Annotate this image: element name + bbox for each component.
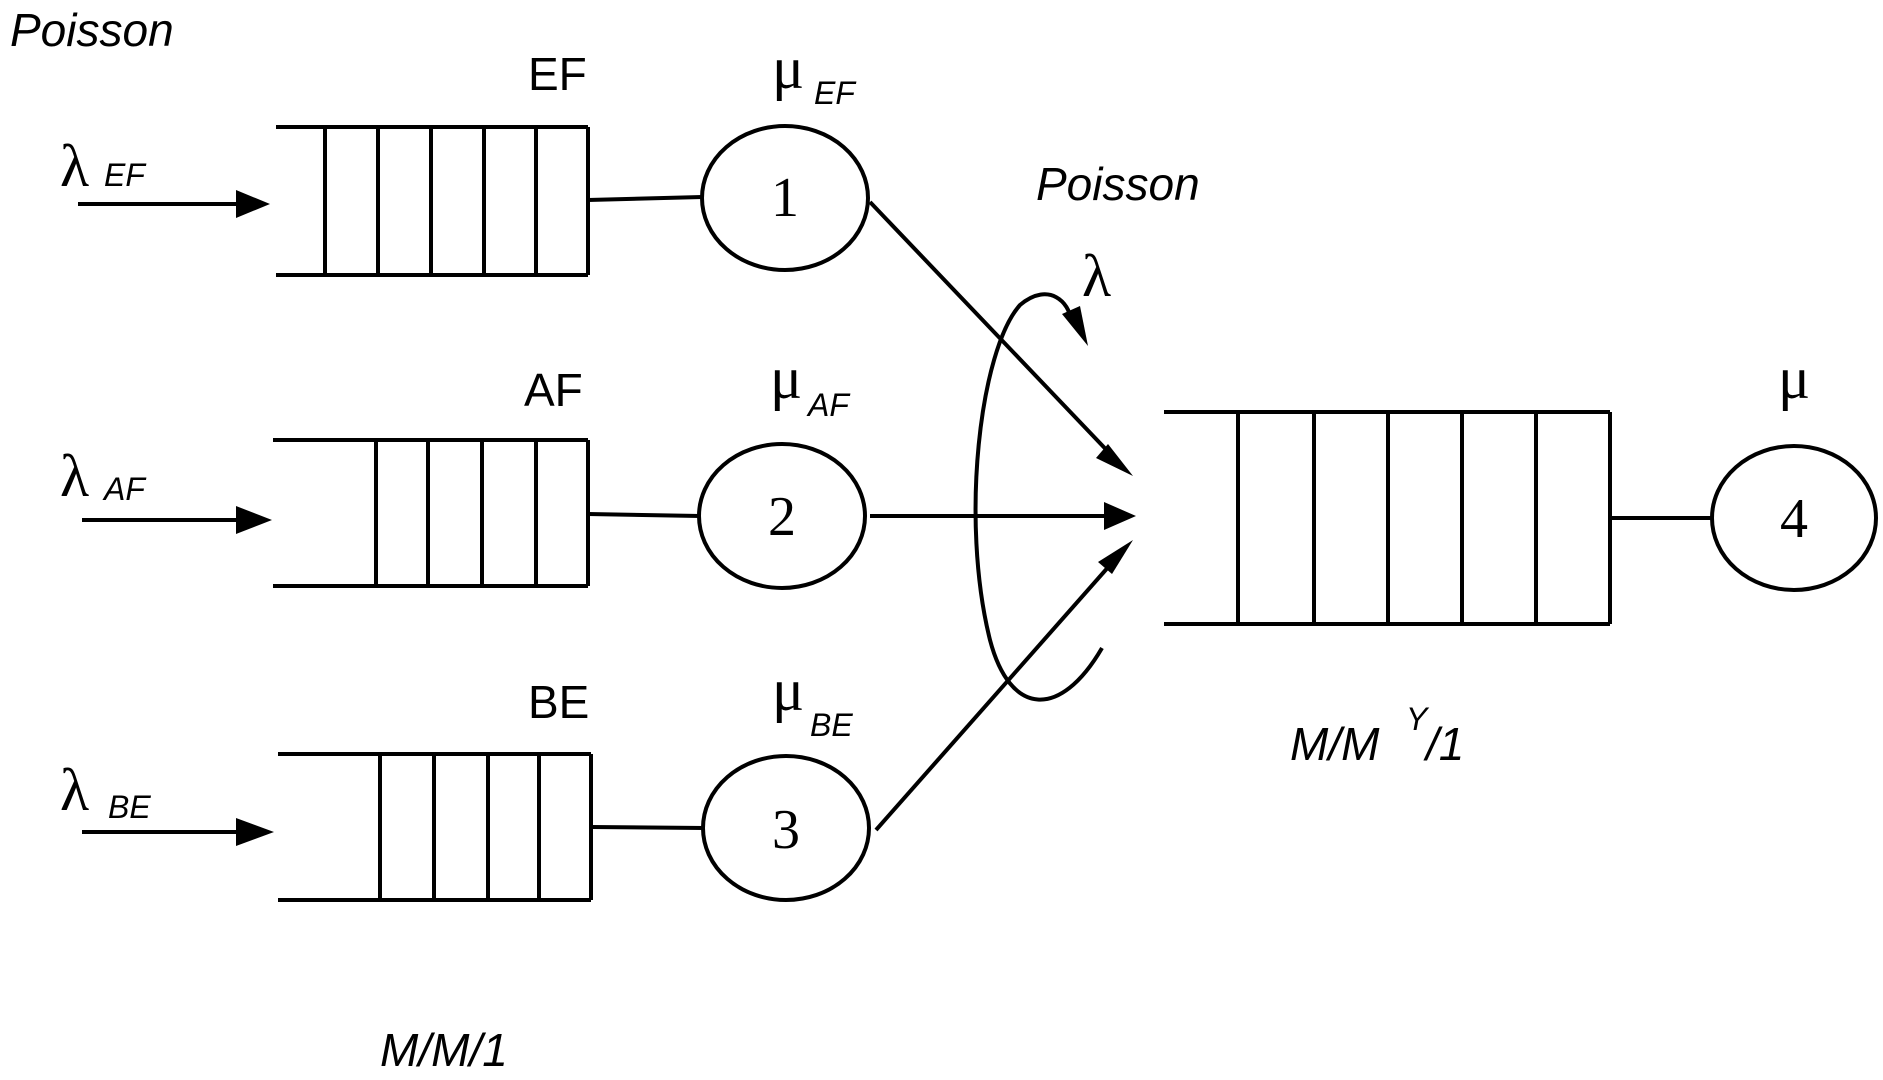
server-1 <box>700 124 870 272</box>
lambda-merge-label: λ <box>1082 243 1111 309</box>
mmy1-label: M/M Y /1 <box>1290 701 1464 770</box>
mu-af-label: μ <box>770 345 802 411</box>
merge-arrow-from-1 <box>868 200 1120 464</box>
queue-af: AF λ AF μ AF 2 <box>60 345 867 590</box>
server-1-number: 1 <box>771 167 799 229</box>
superposition-arc <box>973 292 1104 702</box>
queue-ef: EF λ EF μ EF 1 <box>60 35 870 277</box>
lambda-ef-label: λ <box>60 133 89 199</box>
poisson-merge-label: Poisson <box>1036 158 1200 210</box>
lambda-ef-subscript: EF <box>104 157 147 193</box>
link-ef-server <box>587 195 703 202</box>
merge-arrows <box>868 200 1136 832</box>
class-label-be: BE <box>528 676 589 728</box>
mmy1-superscript: Y <box>1406 701 1430 737</box>
class-label-ef: EF <box>528 48 587 100</box>
merge-arrowhead-from-2 <box>1104 502 1136 530</box>
buffer-final <box>1164 410 1612 626</box>
server-4 <box>1710 444 1878 592</box>
server-2-number: 2 <box>768 486 796 548</box>
link-be-server <box>590 825 705 830</box>
mu-ef-label: μ <box>772 35 804 101</box>
merge-arrow-from-3 <box>874 554 1120 832</box>
lambda-af-subscript: AF <box>102 471 147 507</box>
server-3-number: 3 <box>772 799 800 861</box>
mu-be-subscript: BE <box>810 707 853 743</box>
link-af-server <box>587 512 701 518</box>
lambda-be-label: λ <box>60 757 89 823</box>
queue-be: BE λ BE μ BE 3 <box>60 657 871 902</box>
buffer-af <box>273 438 590 588</box>
arrival-arrowhead-ef <box>236 190 270 218</box>
arrival-arrowhead-be <box>236 818 274 846</box>
mmy1-base: M/M <box>1290 718 1380 770</box>
arrival-arrowhead-af <box>236 506 272 534</box>
mu-final-label: μ <box>1778 345 1810 411</box>
class-label-af: AF <box>524 364 583 416</box>
lambda-af-label: λ <box>60 443 89 509</box>
mm1-label: M/M/1 <box>380 1024 508 1076</box>
server-3 <box>701 754 871 902</box>
server-2 <box>697 442 867 590</box>
mu-be-label: μ <box>772 657 804 723</box>
merge-arrowhead-from-3 <box>1098 540 1133 574</box>
merge-arrowhead-from-1 <box>1096 444 1133 476</box>
buffer-be <box>278 752 593 902</box>
final-queue: μ 4 <box>1164 345 1878 626</box>
server-4-number: 4 <box>1780 488 1808 550</box>
superposition-arrowhead <box>1062 306 1088 346</box>
lambda-be-subscript: BE <box>108 789 151 825</box>
mu-ef-subscript: EF <box>814 75 857 111</box>
poisson-input-label: Poisson <box>10 4 174 56</box>
mmy1-tail: /1 <box>1423 718 1464 770</box>
buffer-ef <box>276 125 590 277</box>
mu-af-subscript: AF <box>806 387 851 423</box>
